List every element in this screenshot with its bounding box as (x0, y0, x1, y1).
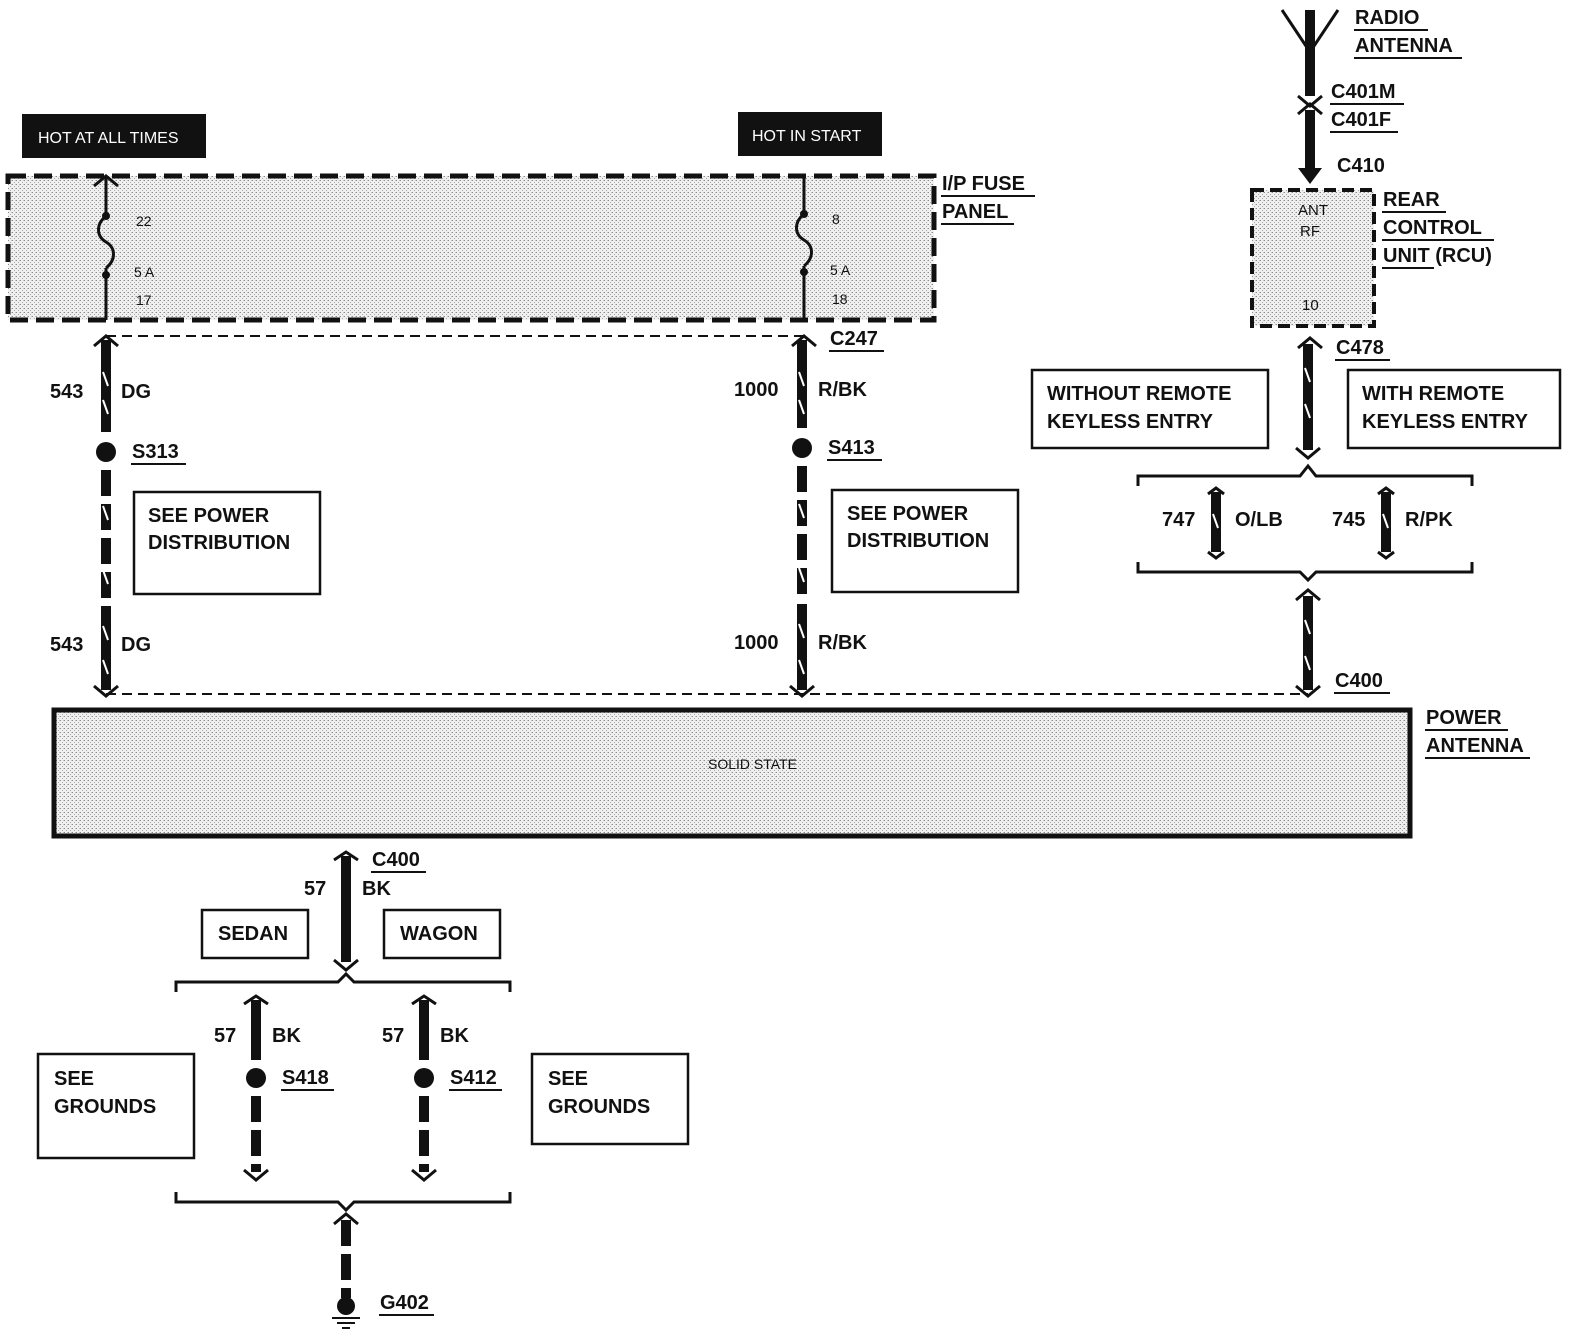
splice-s418-dot (246, 1068, 266, 1088)
radio-antenna-label-1: RADIO (1355, 7, 1419, 29)
hot-in-start-label: HOT IN START (738, 112, 882, 156)
without-keyless-line1: WITHOUT REMOTE (1047, 383, 1231, 405)
splice-s412-label: S412 (450, 1067, 497, 1089)
power-antenna-label-1: POWER (1426, 707, 1502, 729)
c410-label: C410 (1337, 155, 1385, 177)
wagon-label: WAGON (400, 923, 478, 945)
rcu-pin-rf: RF (1300, 223, 1320, 240)
splice-s313-label: S313 (132, 441, 179, 463)
g402-label: G402 (380, 1292, 429, 1314)
fuse-panel: I/P FUSE PANEL (5, 173, 1035, 323)
splice-s412-dot (414, 1068, 434, 1088)
fuse-right-pin-top: 8 (832, 211, 840, 227)
ground-option-bracket: 57 BK S418 57 BK S412 (174, 971, 512, 1213)
radio-antenna: RADIO ANTENNA C401M C401F C410 (1280, 7, 1462, 184)
see-grounds-left-line2: GROUNDS (54, 1096, 156, 1118)
hot-at-all-times-text: HOT AT ALL TIMES (38, 130, 179, 147)
fuse-left-pin-bottom: 17 (136, 292, 152, 308)
hot-at-all-times-label: HOT AT ALL TIMES (22, 114, 206, 158)
fuse-panel-title-1: I/P FUSE (942, 173, 1025, 195)
ground-wire-57: C400 57 BK (304, 849, 426, 972)
circuit-543-color-bottom: DG (121, 634, 151, 656)
ground-g402: G402 (332, 1212, 434, 1329)
see-power-distribution-mid-line2: DISTRIBUTION (847, 530, 989, 552)
sedan-wire-number: 57 (214, 1025, 236, 1047)
circuit-543-number-top: 543 (50, 381, 83, 403)
see-grounds-left-line1: SEE (54, 1068, 94, 1090)
rcu-pin-10: 10 (1302, 297, 1319, 314)
c478-label: C478 (1336, 337, 1384, 359)
sedan-box[interactable]: SEDAN (200, 908, 310, 960)
splice-s413-label: S413 (828, 437, 875, 459)
see-power-distribution-left-line1: SEE POWER (148, 505, 270, 527)
circuit-747-color: O/LB (1235, 509, 1283, 531)
circuit-747-number: 747 (1162, 509, 1195, 531)
with-keyless-line2: KEYLESS ENTRY (1362, 411, 1529, 433)
fuse-right-rating: 5 A (830, 262, 851, 278)
circuit-543-color-top: DG (121, 381, 151, 403)
c400-bottom-label: C400 (372, 849, 420, 871)
see-power-distribution-mid-line1: SEE POWER (847, 503, 969, 525)
power-antenna-module: SOLID STATE POWER ANTENNA (51, 707, 1530, 839)
fuse-right: 8 5 A 18 (795, 176, 851, 320)
without-keyless-entry-box[interactable]: WITHOUT REMOTE KEYLESS ENTRY (1030, 368, 1270, 450)
fuse-panel-title-2: PANEL (942, 201, 1008, 223)
sedan-wire-color: BK (272, 1025, 301, 1047)
c247-connector: C247 (106, 328, 884, 352)
see-grounds-left[interactable]: SEE GROUNDS (36, 1052, 196, 1160)
rcu-pin-ant: ANT (1298, 202, 1328, 219)
splice-s313-dot (96, 442, 116, 462)
wagon-box[interactable]: WAGON (382, 908, 502, 960)
power-antenna-inner-label: SOLID STATE (708, 756, 797, 772)
circuit-745-number: 745 (1332, 509, 1365, 531)
c400-top-wire: C400 (106, 588, 1390, 698)
rear-control-unit: ANT RF 10 REAR CONTROL UNIT (RCU) (1250, 188, 1494, 328)
rcu-label-3: UNIT (RCU) (1383, 245, 1492, 267)
fuse-left: 22 5 A 17 (93, 174, 155, 320)
c400-top-label: C400 (1335, 670, 1383, 692)
with-keyless-line1: WITH REMOTE (1362, 383, 1504, 405)
circuit-1000-color-bottom: R/BK (818, 632, 867, 654)
with-keyless-entry-box[interactable]: WITH REMOTE KEYLESS ENTRY (1346, 368, 1562, 450)
circuit-543: 543 DG S313 543 DG (50, 334, 186, 698)
wagon-wire-color: BK (440, 1025, 469, 1047)
splice-s413-dot (792, 438, 812, 458)
c401m-label: C401M (1331, 81, 1395, 103)
rcu-label-1: REAR (1383, 189, 1440, 211)
see-grounds-right-line2: GROUNDS (548, 1096, 650, 1118)
circuit-543-number-bottom: 543 (50, 634, 83, 656)
c478-wire: C478 (1295, 336, 1390, 460)
see-power-distribution-left[interactable]: SEE POWER DISTRIBUTION (132, 490, 322, 596)
circuit-745-color: R/PK (1405, 509, 1453, 531)
without-keyless-line2: KEYLESS ENTRY (1047, 411, 1214, 433)
fuse-right-pin-bottom: 18 (832, 291, 848, 307)
c247-label: C247 (830, 328, 878, 350)
sedan-label: SEDAN (218, 923, 288, 945)
circuit-1000-number-top: 1000 (734, 379, 779, 401)
ground-wire-color: BK (362, 878, 391, 900)
hot-in-start-text: HOT IN START (752, 128, 862, 145)
radio-antenna-label-2: ANTENNA (1355, 35, 1453, 57)
keyless-option-bracket: 747 O/LB 745 R/PK (1136, 463, 1474, 583)
see-grounds-right[interactable]: SEE GROUNDS (530, 1052, 690, 1146)
ground-wire-number: 57 (304, 878, 326, 900)
see-power-distribution-left-line2: DISTRIBUTION (148, 532, 290, 554)
wagon-wire-number: 57 (382, 1025, 404, 1047)
circuit-1000-number-bottom: 1000 (734, 632, 779, 654)
fuse-left-pin-top: 22 (136, 213, 152, 229)
see-grounds-right-line1: SEE (548, 1068, 588, 1090)
ground-icon (332, 1317, 360, 1329)
splice-s418-label: S418 (282, 1067, 329, 1089)
circuit-1000-color-top: R/BK (818, 379, 867, 401)
circuit-1000: 1000 R/BK S413 1000 R/BK (734, 334, 882, 698)
power-antenna-label-2: ANTENNA (1426, 735, 1524, 757)
fuse-left-rating: 5 A (134, 264, 155, 280)
rcu-label-2: CONTROL (1383, 217, 1482, 239)
see-power-distribution-mid[interactable]: SEE POWER DISTRIBUTION (830, 488, 1020, 594)
c401f-label: C401F (1331, 109, 1391, 131)
